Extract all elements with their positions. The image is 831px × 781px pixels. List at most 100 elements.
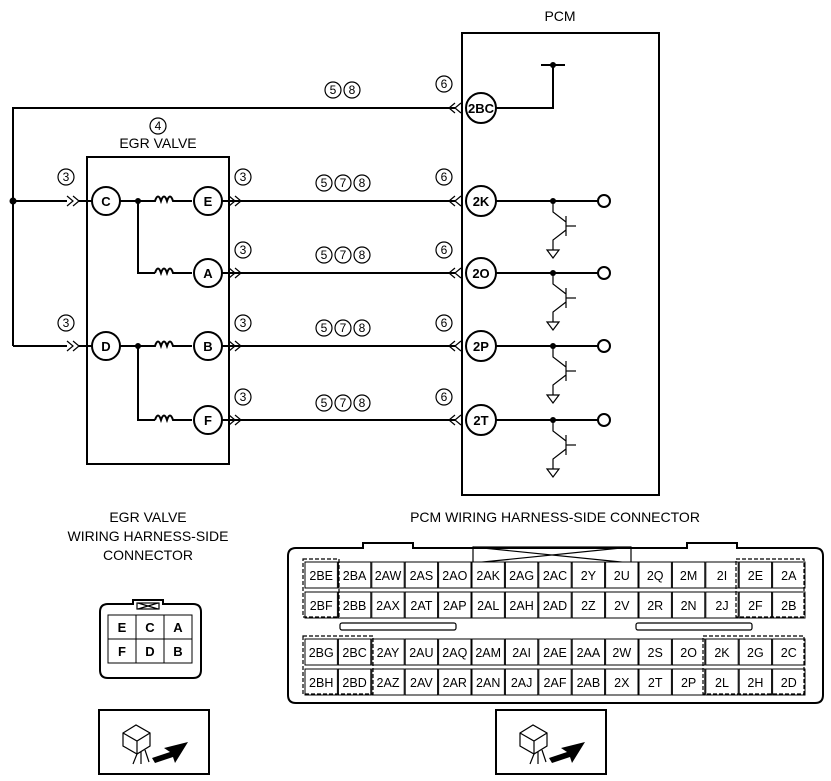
svg-text:A: A — [203, 266, 213, 281]
pcm-cavity — [671, 638, 706, 666]
pcm-connector-ref-2bc: 6 — [435, 75, 453, 93]
svg-text:6: 6 — [441, 170, 448, 184]
pcm-cavity — [337, 638, 372, 666]
pcm-cavity-label: 2AR — [443, 676, 467, 690]
svg-text:6: 6 — [441, 77, 448, 91]
pcm-cavity — [705, 561, 739, 589]
pcm-cavity-label: 2BB — [343, 599, 367, 613]
pcm-cavity — [337, 591, 372, 619]
pcm-cavity-label: 2V — [614, 599, 630, 613]
pcm-cavity-label: 2AT — [410, 599, 432, 613]
pcm-cavity — [571, 561, 606, 589]
svg-text:8: 8 — [359, 248, 366, 262]
pcm-cavity-label: 2BG — [309, 646, 334, 660]
egr-pin-a: A — [193, 258, 223, 288]
terminal-2t: 2T — [465, 404, 497, 436]
pcm-cavity-label: 2J — [715, 599, 728, 613]
svg-text:3: 3 — [63, 316, 70, 330]
pcm-cavity — [438, 638, 472, 666]
pcm-cavity — [605, 668, 639, 696]
egr-valve-ref-number: 4 — [149, 117, 167, 135]
pcm-cavity-label: 2AQ — [442, 646, 467, 660]
pcm-cavity — [538, 561, 572, 589]
pcm-cavity-label: 2Y — [581, 569, 597, 583]
wire-2bc — [12, 107, 455, 346]
pcm-cavity-label: 2AP — [443, 599, 467, 613]
pcm-cavity-label: 2AC — [543, 569, 567, 583]
egr-connector-ref-d: 3 — [57, 314, 75, 332]
svg-text:EGR VALVE: EGR VALVE — [109, 509, 186, 525]
egr-harness-connector: E C A F D B — [99, 599, 202, 679]
pcm-cavity — [538, 591, 572, 619]
pcm-box — [461, 32, 660, 496]
egr-valve-box — [86, 156, 230, 465]
pcm-cavity — [404, 561, 439, 589]
svg-text:7: 7 — [340, 176, 347, 190]
svg-text:B: B — [173, 644, 182, 659]
pcm-cavity — [471, 591, 505, 619]
svg-text:2BC: 2BC — [468, 101, 495, 116]
pcm-cavity-label: 2AZ — [377, 676, 400, 690]
egr-pin-c: C — [91, 186, 121, 216]
pcm-cavity-label: 2BD — [342, 676, 366, 690]
svg-text:3: 3 — [240, 170, 247, 184]
pcm-cavity — [504, 668, 539, 696]
egr-pin-f: F — [193, 405, 223, 435]
pcm-cavity-label: 2BC — [342, 646, 366, 660]
pcm-cavity-label: 2AO — [442, 569, 467, 583]
svg-text:2K: 2K — [473, 194, 490, 209]
pcm-cavity-label: 2Z — [581, 599, 596, 613]
pcm-cavity-label: 2S — [648, 646, 663, 660]
pcm-title: PCM — [544, 8, 575, 24]
svg-text:A: A — [173, 620, 183, 635]
connector-view-icon — [98, 709, 210, 775]
pcm-cavity — [371, 668, 405, 696]
svg-text:D: D — [145, 644, 154, 659]
terminal-2p: 2P — [465, 330, 497, 362]
wire-ref-58: 5 8 — [324, 81, 361, 99]
svg-text:8: 8 — [359, 396, 366, 410]
pcm-cavity-label: 2AF — [544, 676, 567, 690]
svg-text:8: 8 — [349, 83, 356, 97]
svg-text:7: 7 — [340, 396, 347, 410]
pcm-cavity-label: 2BE — [309, 569, 333, 583]
pcm-cavity-label: 2F — [748, 599, 763, 613]
pcm-cavity — [605, 591, 639, 619]
pcm-cavity-label: 2BA — [343, 569, 367, 583]
svg-text:B: B — [203, 339, 212, 354]
svg-text:5: 5 — [321, 396, 328, 410]
pcm-cavity — [371, 591, 405, 619]
svg-text:D: D — [101, 339, 110, 354]
pcm-cavity-label: 2AS — [410, 569, 434, 583]
egr-pin-e: E — [193, 186, 223, 216]
pcm-cavity — [605, 561, 639, 589]
pcm-cavity — [304, 638, 338, 666]
pcm-cavity-label: 2D — [781, 676, 797, 690]
svg-text:3: 3 — [240, 390, 247, 404]
pcm-cavity-label: 2C — [781, 646, 797, 660]
pcm-cavity — [638, 561, 672, 589]
pcm-cavity — [404, 668, 439, 696]
pcm-cavity-label: 2M — [680, 569, 697, 583]
pcm-cavity-label: 2B — [781, 599, 796, 613]
svg-text:CONNECTOR: CONNECTOR — [103, 547, 193, 563]
pcm-cavity — [705, 638, 739, 666]
svg-text:3: 3 — [240, 316, 247, 330]
coil-df — [154, 414, 192, 424]
svg-text:5: 5 — [321, 321, 328, 335]
pcm-cavity-label: 2AB — [577, 676, 601, 690]
pcm-cavity — [538, 668, 572, 696]
pcm-cavity-label: 2A — [781, 569, 797, 583]
svg-text:2P: 2P — [473, 339, 489, 354]
pcm-cavity — [304, 668, 338, 696]
pcm-cavity-label: 2W — [612, 646, 631, 660]
pcm-cavity — [738, 638, 773, 666]
pcm-cavity-label: 2AI — [512, 646, 531, 660]
svg-text:F: F — [204, 413, 212, 428]
egr-connector-refs-right: 3 3 3 3 — [234, 168, 252, 406]
pcm-cavity — [638, 638, 672, 666]
pcm-cavity — [571, 591, 606, 619]
pcm-cavity — [705, 668, 739, 696]
svg-text:C: C — [101, 194, 111, 209]
